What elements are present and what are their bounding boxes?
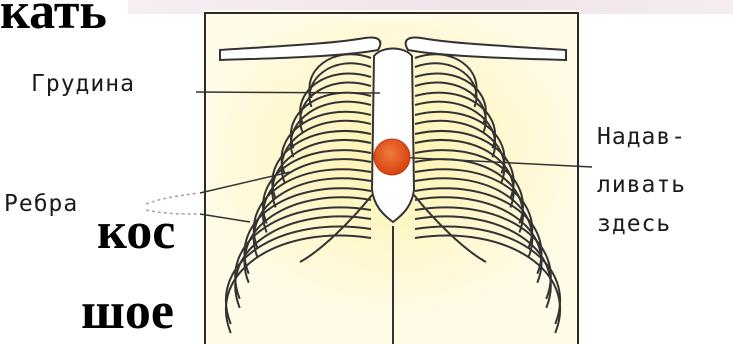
press-point [374, 139, 410, 175]
label-sternum: Грудина [31, 73, 135, 96]
sternum [372, 49, 414, 223]
label-ribs: Ребра [4, 193, 78, 216]
label-press-here-line1: Надав- [597, 126, 686, 149]
label-press-here-line2: ливать [597, 174, 686, 197]
label-press-here-line3: здесь [597, 213, 671, 236]
